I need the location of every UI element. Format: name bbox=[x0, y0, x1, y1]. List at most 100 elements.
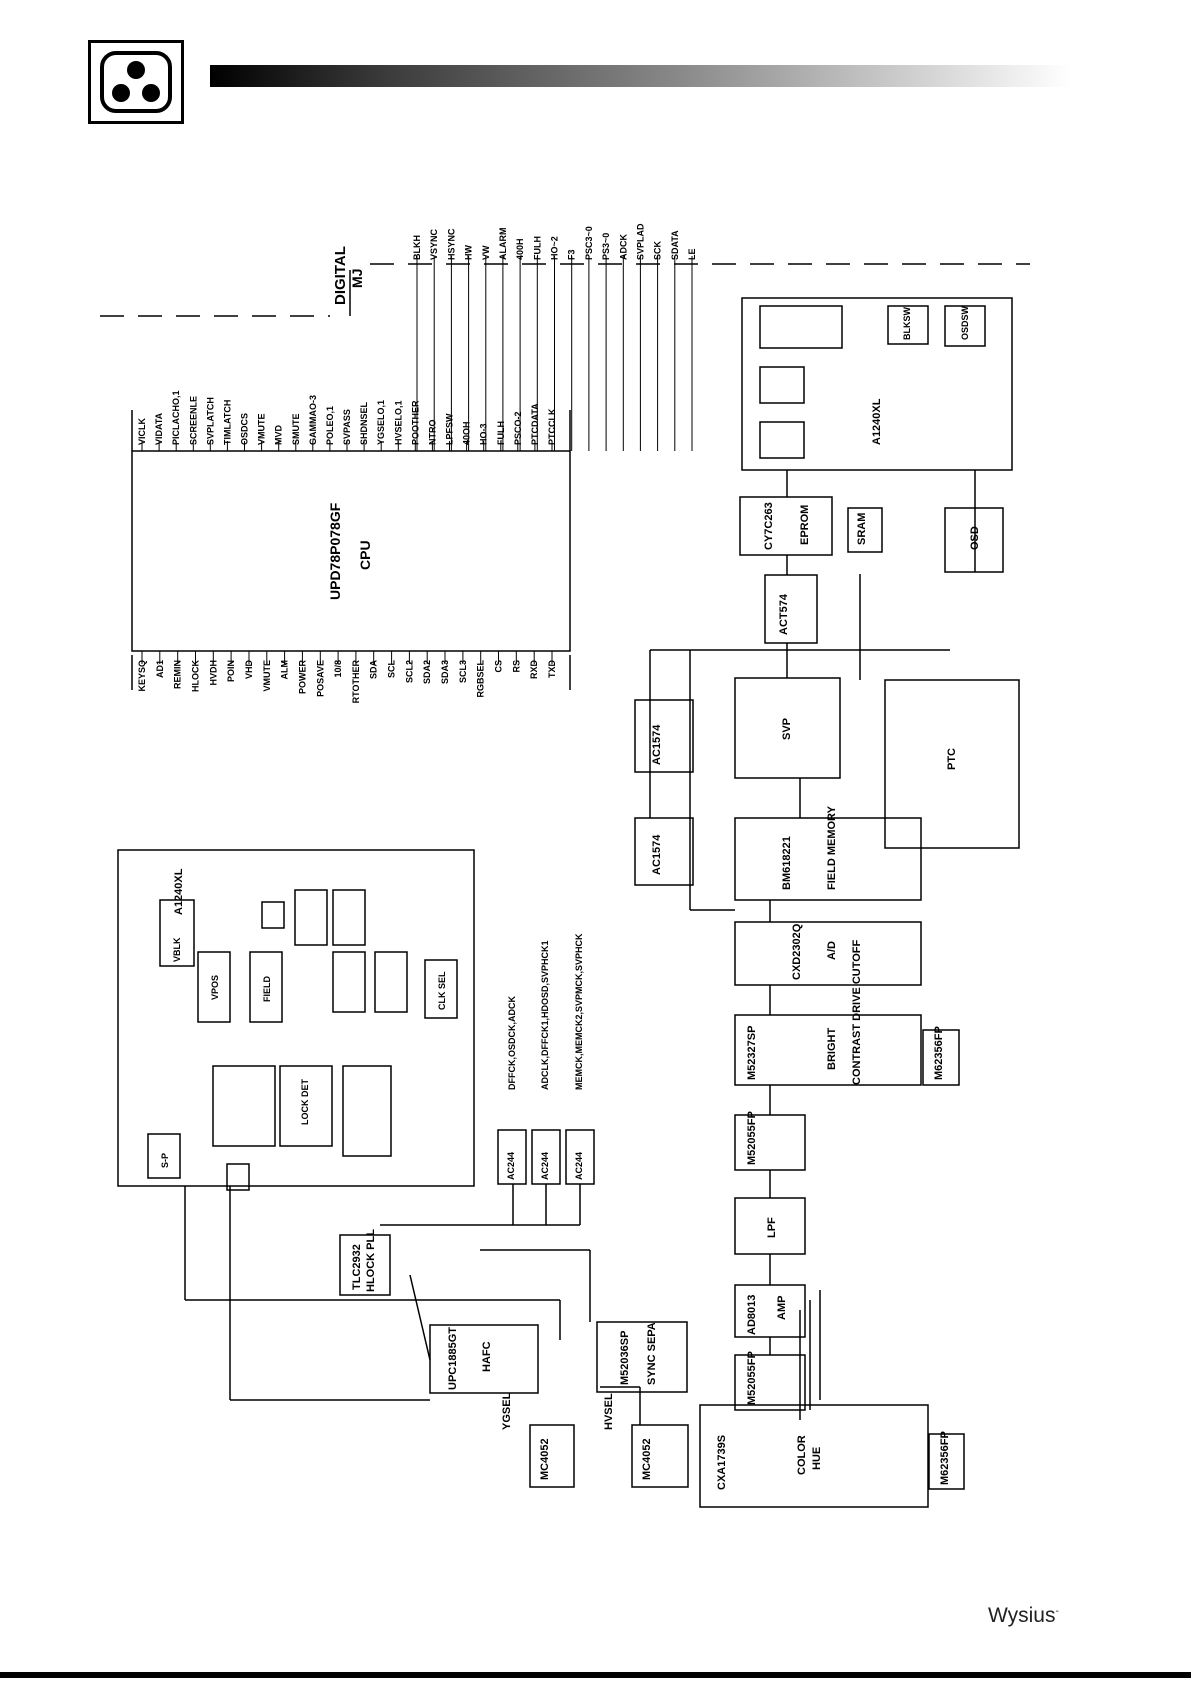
digital-pin: F3 bbox=[567, 249, 577, 260]
cpu-right-pin: TIMLATCH bbox=[222, 400, 232, 445]
cpu-right-pin: SHDNSEL bbox=[359, 401, 369, 445]
ac574-part: ACT574 bbox=[778, 593, 790, 635]
eprom-name2: EPROM bbox=[799, 505, 811, 545]
digital-pin: HSYNC bbox=[446, 228, 456, 260]
buffer-3-part: AC244 bbox=[574, 1152, 584, 1180]
cpu-right-pin: PSCO-2 bbox=[513, 411, 523, 445]
color-name2: HUE bbox=[811, 1447, 823, 1470]
cpu-left-pin: HVDH bbox=[208, 660, 218, 686]
cpu-right-pin: MVD bbox=[274, 425, 284, 446]
digital-pin: HO~2 bbox=[550, 236, 560, 260]
pll-name: HLOCK PLL bbox=[365, 1229, 377, 1292]
hafc-part: UPC1885GT bbox=[447, 1327, 459, 1390]
a1240-left-title: A1240XL bbox=[173, 868, 185, 915]
bright-name: BRIGHT bbox=[826, 1028, 838, 1070]
cpu-right-pin: OSDCS bbox=[240, 413, 250, 445]
svp-name: SVP bbox=[781, 718, 793, 740]
a1240-block-vpos: VPOS bbox=[210, 975, 220, 1000]
digital-pin: SCK bbox=[653, 240, 663, 260]
cpu-part: UPD78P078GF bbox=[327, 502, 343, 600]
a1240-block-lockdet: LOCK DET bbox=[300, 1079, 310, 1126]
a1240-right-title: A1240XL bbox=[871, 398, 883, 445]
buffer-1-signal: DFFCK,OSDCK,ADCK bbox=[507, 996, 517, 1090]
cpu-right-pin: PTCCLK bbox=[547, 408, 557, 445]
cpu-right-pin: POOTHER bbox=[410, 400, 420, 445]
amp-name: AMP bbox=[776, 1296, 788, 1320]
osd-name: OSD bbox=[969, 526, 981, 550]
sync-name: SYNC SEPA bbox=[646, 1322, 658, 1385]
cpu-left-pin: 10/8 bbox=[333, 660, 343, 678]
cpu-left-pin: SDA3 bbox=[440, 660, 450, 684]
color-name: COLOR bbox=[796, 1435, 808, 1475]
cpu-right-pin: VMUTE bbox=[257, 414, 267, 446]
cpu-right-pin: SMUTE bbox=[291, 414, 301, 446]
ptc-name: PTC bbox=[946, 748, 958, 770]
hafc-name: HAFC bbox=[481, 1341, 493, 1372]
brand-logo bbox=[88, 40, 184, 124]
cpu-left-pin: POIN bbox=[226, 660, 236, 682]
cpu-left-pin: SDA2 bbox=[422, 660, 432, 684]
eprom-part: CY7C263 bbox=[763, 502, 775, 550]
cpu-right-pin: PICLACHO,1 bbox=[171, 390, 181, 445]
a1240-block-sp: S-P bbox=[160, 1153, 170, 1168]
sram-part: SRAM bbox=[856, 513, 868, 545]
sw-y-part: MC4052 bbox=[539, 1438, 551, 1480]
sw1-part: M52055FP bbox=[746, 1351, 758, 1405]
cpu-right-pin: PTCDATA bbox=[530, 403, 540, 445]
a1240-block-field: FIELD bbox=[262, 976, 272, 1002]
cpu-left-pin: CS bbox=[494, 660, 504, 673]
cpu-left-pin: SCL2 bbox=[404, 660, 414, 683]
cpu-left-pin: VHD bbox=[244, 660, 254, 680]
sw2-part: M52055FP bbox=[746, 1111, 758, 1165]
digital-pin: VW bbox=[481, 245, 491, 260]
cpu-left-pin: SCL bbox=[387, 659, 397, 678]
da2-part: M62356FP bbox=[939, 1431, 951, 1485]
three-dot-projector-icon bbox=[100, 51, 172, 113]
cpu-left-pin: SCL3 bbox=[458, 660, 468, 683]
digital-pin: BLKH bbox=[412, 235, 422, 260]
digital-pin: FULH bbox=[532, 236, 542, 260]
pll-part: TLC2932 bbox=[351, 1244, 363, 1290]
brand-name: Wysius- bbox=[988, 1604, 1059, 1627]
cpu-left-pin: AD1 bbox=[155, 660, 165, 678]
memory-name2: FIELD MEMORY bbox=[826, 805, 838, 890]
amp-part: AD8013 bbox=[746, 1295, 758, 1335]
buffer-1-part: AC244 bbox=[506, 1152, 516, 1180]
sync-part: M52036SP bbox=[619, 1331, 631, 1385]
digital-pin: PSC3~0 bbox=[584, 226, 594, 260]
ad-part: CXD2302Q bbox=[791, 923, 803, 980]
digital-pin: PS3~0 bbox=[601, 233, 611, 260]
a1240-block-vblk: VBLK bbox=[172, 937, 182, 962]
right-block-osdsw: OSDSW bbox=[960, 305, 970, 340]
cpu-right-pin: VICLK bbox=[137, 417, 147, 445]
cpu-right-pin: SCREENLE bbox=[188, 396, 198, 445]
bright-name2: CONTRAST DRIVE CUTOFF bbox=[851, 939, 863, 1085]
cpu-left-pin: POSAVE bbox=[315, 660, 325, 697]
cpu-left-pin: VMUTE bbox=[262, 660, 272, 692]
a1240-block-clksel: CLK SEL bbox=[437, 971, 447, 1010]
bottom-rule bbox=[0, 1672, 1191, 1678]
buffer-2-part: AC244 bbox=[540, 1152, 550, 1180]
buffer-3-signal: MEMCK,MEMCK2,SVPMCK,SVPHCK bbox=[574, 933, 584, 1090]
cpu-right-pin: GAMMAO-3 bbox=[308, 395, 318, 445]
right-block-blksw: BLKSW bbox=[902, 307, 912, 340]
cpu-left-pin: TXD bbox=[547, 659, 557, 678]
ad-name2: A/D bbox=[826, 941, 838, 960]
cpu-right-pin: NTRO bbox=[427, 420, 437, 446]
section-subtitle: MJ bbox=[349, 269, 365, 288]
digital-pin: HW bbox=[464, 245, 474, 260]
digital-pin: SVPLAD bbox=[635, 223, 645, 260]
da1-part: M62356FP bbox=[933, 1026, 945, 1080]
lpf-name: LPF bbox=[766, 1217, 778, 1238]
color-part: CXA1739S bbox=[716, 1435, 728, 1490]
cpu-right-pin: POLEO,1 bbox=[325, 406, 335, 445]
section-title: DIGITAL bbox=[332, 246, 349, 305]
cpu-right-pin: HVSELO,1 bbox=[393, 400, 403, 445]
bright-part: M52327SP bbox=[746, 1026, 758, 1080]
cpu-left-pin: SDA bbox=[369, 660, 379, 680]
digital-pin: LE bbox=[687, 248, 697, 260]
cpu-left-pin: RGBSEL bbox=[476, 660, 486, 698]
digital-pin: VSYNC bbox=[429, 228, 439, 260]
cpu-right-pin: YGSELO,1 bbox=[376, 400, 386, 445]
